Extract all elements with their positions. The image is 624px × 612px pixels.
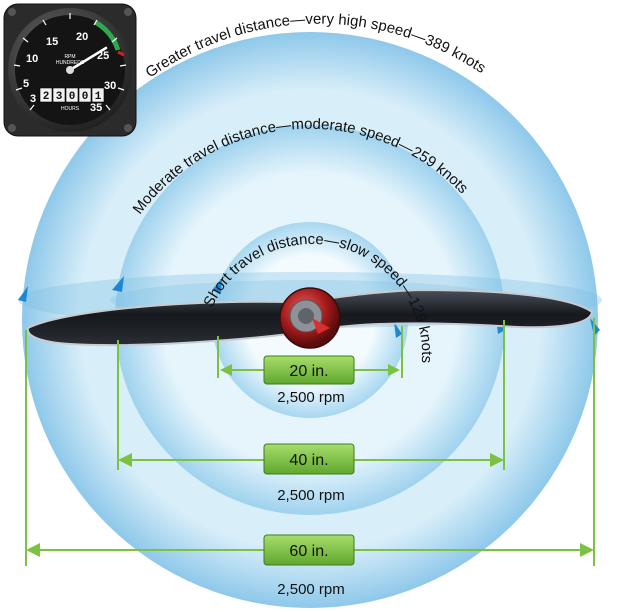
- rotation-arrow-icon: [18, 286, 28, 302]
- gauge-needle: [68, 46, 108, 72]
- dial-number: 15: [46, 36, 58, 48]
- dial-number: 10: [26, 53, 38, 65]
- measurement-20in: 20 in. 2,500 rpm: [220, 355, 400, 406]
- length-label: 20 in.: [289, 363, 328, 380]
- svg-text:0: 0: [82, 91, 89, 103]
- rpm-label: 2,500 rpm: [277, 389, 345, 406]
- dial-number: 5: [23, 78, 29, 90]
- dial-number: 20: [76, 31, 88, 43]
- length-label: 40 in.: [289, 452, 328, 469]
- svg-text:0: 0: [69, 91, 76, 103]
- rotation-arrow-icon: [394, 322, 402, 338]
- red-line: [117, 50, 125, 57]
- tachometer-gauge: 3 5 10 15 20 25 30 35 RPM HUNDREDS 2 3 0…: [3, 3, 137, 137]
- green-arc: [93, 19, 121, 51]
- length-label: 60 in.: [289, 543, 328, 560]
- measurement-40in: 40 in. 2,500 rpm: [118, 443, 504, 504]
- hours-label: HOURS: [61, 106, 80, 112]
- dial-number: 35: [90, 102, 102, 114]
- svg-text:3: 3: [56, 91, 63, 103]
- dial-number: 3: [30, 93, 36, 105]
- dimension-lines: [25, 318, 595, 566]
- rotation-arrow-icon: [112, 276, 124, 292]
- rotation-arrow-icon: [212, 278, 222, 294]
- dial-number: 30: [104, 80, 116, 92]
- rpm-label: 2,500 rpm: [277, 581, 345, 598]
- sub-label: HUNDREDS: [56, 60, 85, 66]
- rpm-label: 2,500 rpm: [277, 487, 345, 504]
- unit-label: RPM: [64, 54, 75, 60]
- svg-text:2: 2: [43, 91, 50, 103]
- svg-text:1: 1: [95, 91, 102, 103]
- propeller-hub: [279, 287, 341, 349]
- odometer: 2 3 0 0 1: [39, 87, 105, 103]
- measurement-60in: 60 in. 2,500 rpm: [26, 534, 594, 598]
